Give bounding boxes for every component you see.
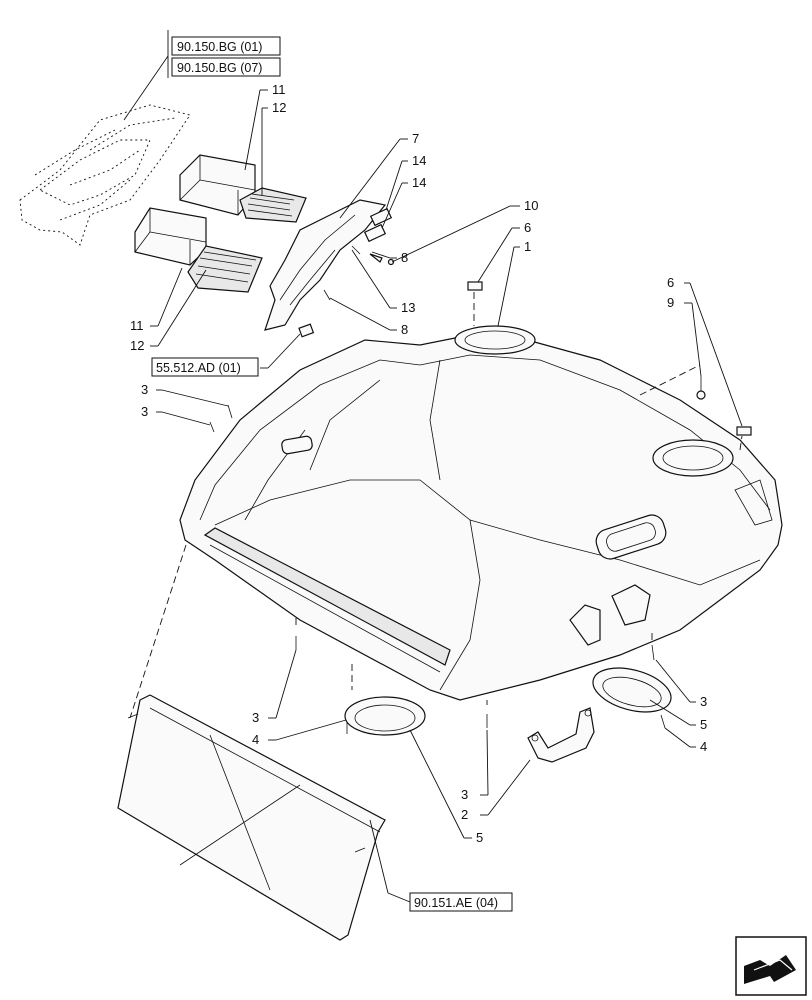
air-duct-assembly bbox=[19, 104, 191, 246]
air-vent-housing-lower bbox=[134, 207, 207, 266]
grab-handle bbox=[527, 707, 595, 763]
screws-8-13 bbox=[323, 245, 395, 301]
callout-5-left[interactable]: 5 bbox=[476, 830, 483, 845]
callout-4-right[interactable]: 4 bbox=[700, 739, 707, 754]
callout-3-b[interactable]: 3 bbox=[141, 404, 148, 419]
alignment-lines bbox=[129, 292, 743, 719]
callout-2[interactable]: 2 bbox=[461, 807, 468, 822]
arrow-nav-icon[interactable] bbox=[735, 936, 807, 996]
callout-3-a[interactable]: 3 bbox=[141, 382, 148, 397]
callout-9[interactable]: 9 bbox=[667, 295, 674, 310]
callout-12-upper[interactable]: 12 bbox=[272, 100, 286, 115]
screws-3-4-9 bbox=[209, 281, 752, 734]
callout-6-lower[interactable]: 6 bbox=[667, 275, 674, 290]
leader-lines bbox=[150, 89, 743, 903]
callout-14-lower[interactable]: 14 bbox=[412, 175, 426, 190]
reference-box-55-512-ad[interactable]: 55.512.AD (01) bbox=[151, 323, 315, 377]
air-vent-grille-upper bbox=[239, 187, 307, 223]
reference-55-512-ad-01[interactable]: 55.512.AD (01) bbox=[156, 361, 241, 375]
callout-4-left[interactable]: 4 bbox=[252, 732, 259, 747]
callout-10[interactable]: 10 bbox=[524, 198, 538, 213]
callout-1[interactable]: 1 bbox=[524, 239, 531, 254]
air-vent-grille-lower bbox=[187, 245, 263, 293]
speaker-right bbox=[592, 667, 672, 713]
callout-11-lower[interactable]: 11 bbox=[130, 318, 144, 333]
callout-3-c[interactable]: 3 bbox=[252, 710, 259, 725]
side-trim-panel bbox=[264, 199, 387, 331]
callout-11-upper[interactable]: 11 bbox=[272, 82, 286, 97]
callout-3-d[interactable]: 3 bbox=[461, 787, 468, 802]
callout-7[interactable]: 7 bbox=[412, 131, 419, 146]
reference-box-90-150-bg[interactable]: 90.150.BG (01) 90.150.BG (07) bbox=[123, 30, 281, 121]
callout-numbers: 11 12 7 14 14 10 6 1 8 13 8 11 12 3 3 6 … bbox=[130, 82, 707, 845]
clip-parts-14 bbox=[363, 207, 393, 243]
speaker-left bbox=[344, 696, 426, 736]
callout-6-upper[interactable]: 6 bbox=[524, 220, 531, 235]
callout-8-lower[interactable]: 8 bbox=[401, 322, 408, 337]
reference-90-150-bg-07[interactable]: 90.150.BG (07) bbox=[177, 61, 262, 75]
callout-8-upper[interactable]: 8 bbox=[401, 250, 408, 265]
callout-13[interactable]: 13 bbox=[401, 300, 415, 315]
callout-5-right[interactable]: 5 bbox=[700, 717, 707, 732]
reference-90-151-ae-04[interactable]: 90.151.AE (04) bbox=[414, 896, 498, 910]
callout-12-lower[interactable]: 12 bbox=[130, 338, 144, 353]
reference-box-90-151-ae[interactable]: 90.151.AE (04) bbox=[409, 892, 513, 912]
callout-3-e[interactable]: 3 bbox=[700, 694, 707, 709]
reference-90-150-bg-01[interactable]: 90.150.BG (01) bbox=[177, 40, 262, 54]
sun-visor-panel bbox=[117, 694, 386, 941]
cab-headliner bbox=[179, 325, 783, 701]
callout-14-upper[interactable]: 14 bbox=[412, 153, 426, 168]
